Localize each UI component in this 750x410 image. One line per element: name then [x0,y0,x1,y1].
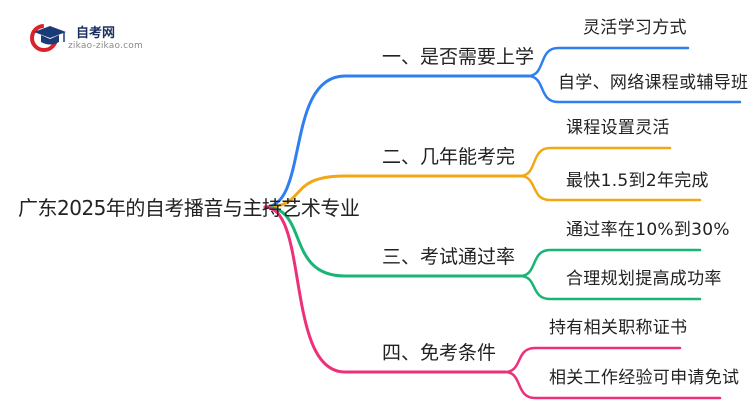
branch-connector-2 [263,174,522,209]
leaf-connector-2-1 [518,146,672,178]
branch-label-4: 四、免考条件 [382,342,497,364]
logo-name: 自考网 [76,26,116,41]
leaf-label-4-2: 相关工作经验可申请免试 [549,368,740,388]
root-topic: 广东2025年的自考播音与主持艺术专业 [18,196,360,220]
leaf-label-4-1: 持有相关职称证书 [549,318,688,338]
leaf-connector-4-1 [503,346,682,374]
leaf-connector-3-1 [518,248,702,278]
branch-connector-3 [263,205,522,278]
leaf-connector-2-2 [518,174,702,202]
leaf-connector-1-1 [526,46,690,78]
leaf-label-3-2: 合理规划提高成功率 [566,269,722,289]
leaf-label-2-2: 最快1.5到2年完成 [566,171,709,191]
leaf-label-1-2: 自学、网络课程或辅导班 [558,73,749,93]
logo-url: zikao-zikao.com [68,41,143,51]
branch-label-2: 二、几年能考完 [382,146,516,168]
leaf-connector-4-2 [503,370,722,400]
logo-cap-icon [30,24,66,52]
branch-connector-1 [263,74,530,209]
leaf-label-3-1: 通过率在10%到30% [566,220,730,240]
leaf-label-2-1: 课程设置灵活 [566,118,670,138]
branch-label-3: 三、考试通过率 [382,246,516,268]
leaf-connector-3-2 [518,274,702,301]
branch-label-1: 一、是否需要上学 [382,46,535,68]
leaf-connector-1-2 [526,74,742,104]
site-logo: 自考网 zikao-zikao.com [28,20,143,56]
leaf-label-1-1: 灵活学习方式 [583,18,687,38]
branch-connector-4 [263,205,507,374]
